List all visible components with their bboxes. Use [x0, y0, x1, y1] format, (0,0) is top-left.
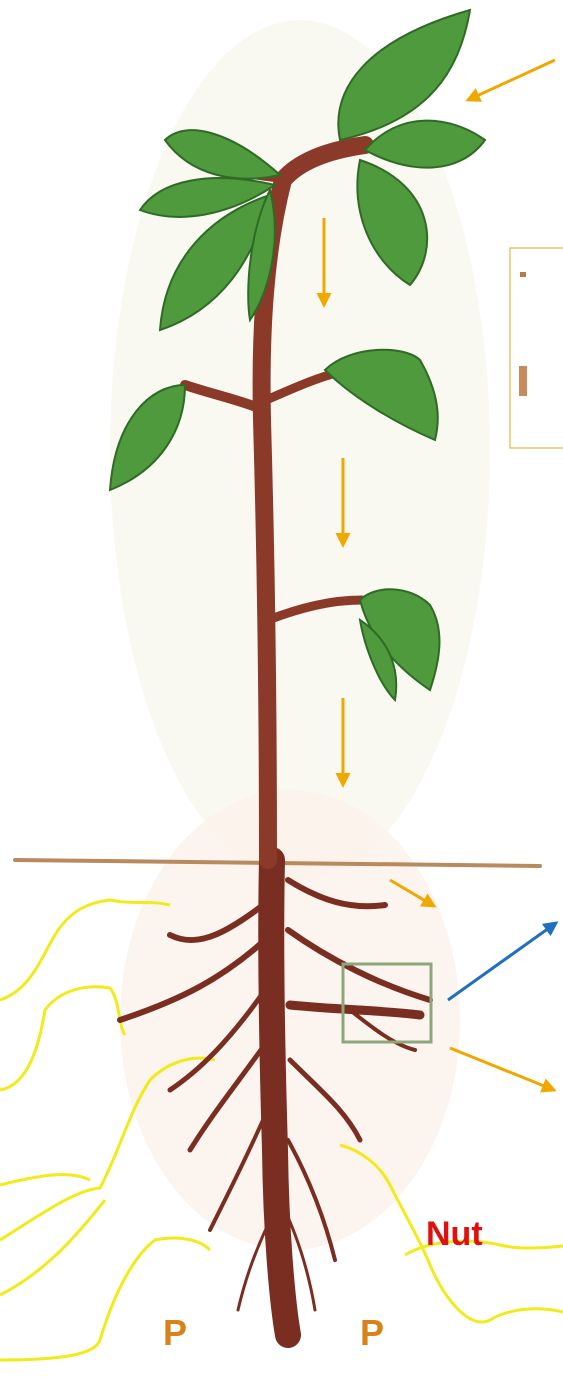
arrow-icon — [468, 60, 555, 100]
root-wash — [120, 790, 460, 1250]
p-label-right: P — [360, 1312, 384, 1353]
nutrient-label: Nut — [426, 1215, 483, 1253]
side-panel-fragment — [510, 248, 563, 448]
side-panel-mark-top — [520, 272, 526, 277]
soil-particle-outline — [0, 1175, 90, 1185]
soil-particle-outline — [0, 987, 125, 1090]
zoom-arrow-icon — [448, 923, 556, 1000]
side-panel-frame — [510, 248, 563, 448]
side-panel-mark-bottom — [519, 366, 527, 396]
soil-particle-outline — [0, 1200, 105, 1295]
p-label-left: P — [163, 1312, 187, 1353]
arrow-icon — [450, 1048, 554, 1090]
